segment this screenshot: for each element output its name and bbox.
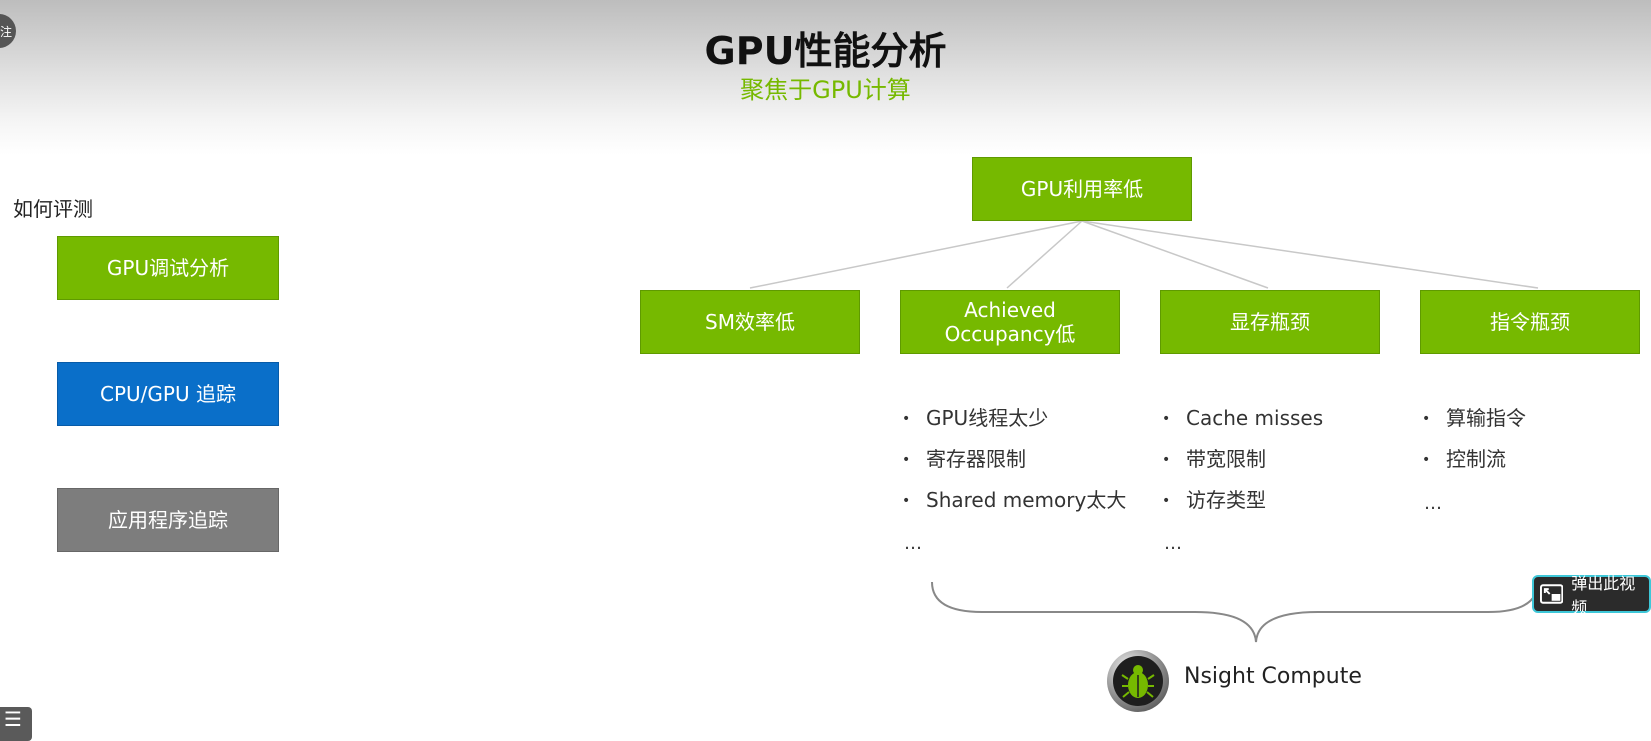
instruction-bottleneck-box: 指令瓶颈 (1420, 290, 1640, 354)
slide-subtitle: 聚焦于GPU计算 (740, 76, 911, 104)
achieved-occupancy-box: Achieved Occupancy低 (900, 290, 1120, 354)
popout-video-button[interactable]: 弹出此视频 (1532, 574, 1651, 617)
cpu-gpu-trace-label: CPU/GPU 追踪 (100, 382, 236, 406)
gpu-low-utilization-box: GPU利用率低 (972, 157, 1192, 221)
occupancy-causes-list: •GPU线程太少 •寄存器限制 •Shared memory太大 (902, 398, 1126, 521)
connector-sm (749, 220, 1083, 289)
list-item: •GPU线程太少 (902, 406, 1049, 430)
connector-instruction (1081, 220, 1539, 289)
corner-note-button[interactable]: 注 (0, 14, 16, 48)
instruction-more: … (1424, 493, 1442, 514)
app-trace-box: 应用程序追踪 (57, 488, 279, 552)
sm-efficiency-box: SM效率低 (640, 290, 860, 354)
gpu-low-utilization-label: GPU利用率低 (1020, 177, 1144, 201)
memory-more: … (1164, 533, 1182, 554)
memory-causes-list: •Cache misses •带宽限制 •访存类型 (1162, 398, 1323, 521)
list-icon: ☰ (4, 707, 22, 731)
measure-heading: 如何评测 (13, 197, 93, 221)
list-item: •控制流 (1422, 447, 1506, 471)
connector-memory (1081, 220, 1269, 289)
list-item: •算输指令 (1422, 406, 1526, 430)
grouping-brace (931, 581, 1539, 643)
gpu-debug-analysis-box: GPU调试分析 (57, 236, 279, 300)
popout-video-label: 弹出此视频 (1571, 574, 1636, 617)
instruction-causes-list: •算输指令 •控制流 (1422, 398, 1526, 480)
achieved-occupancy-line2: Occupancy低 (944, 322, 1076, 346)
list-menu-button[interactable]: ☰ (0, 707, 32, 741)
list-item: •带宽限制 (1162, 447, 1266, 471)
popout-icon (1540, 584, 1564, 604)
list-item: •Cache misses (1162, 406, 1324, 430)
memory-bottleneck-label: 显存瓶颈 (1230, 310, 1310, 334)
cpu-gpu-trace-box: CPU/GPU 追踪 (57, 362, 279, 426)
memory-bottleneck-box: 显存瓶颈 (1160, 290, 1380, 354)
slide-title: GPU性能分析 (704, 29, 947, 73)
list-item: •访存类型 (1162, 488, 1266, 512)
connector-occupancy (1006, 220, 1083, 289)
slide-header (0, 0, 1651, 155)
nsight-compute-label: Nsight Compute (1184, 664, 1362, 689)
occupancy-more: … (904, 533, 922, 554)
sm-efficiency-label: SM效率低 (705, 310, 795, 334)
gpu-debug-analysis-label: GPU调试分析 (106, 256, 230, 280)
app-trace-label: 应用程序追踪 (108, 508, 228, 532)
instruction-bottleneck-label: 指令瓶颈 (1490, 310, 1570, 334)
list-item: •Shared memory太大 (902, 488, 1127, 512)
corner-note-text: 注 (0, 24, 12, 39)
list-item: •寄存器限制 (902, 447, 1026, 471)
achieved-occupancy-line1: Achieved (964, 298, 1056, 322)
nsight-bug-icon (1107, 650, 1169, 712)
